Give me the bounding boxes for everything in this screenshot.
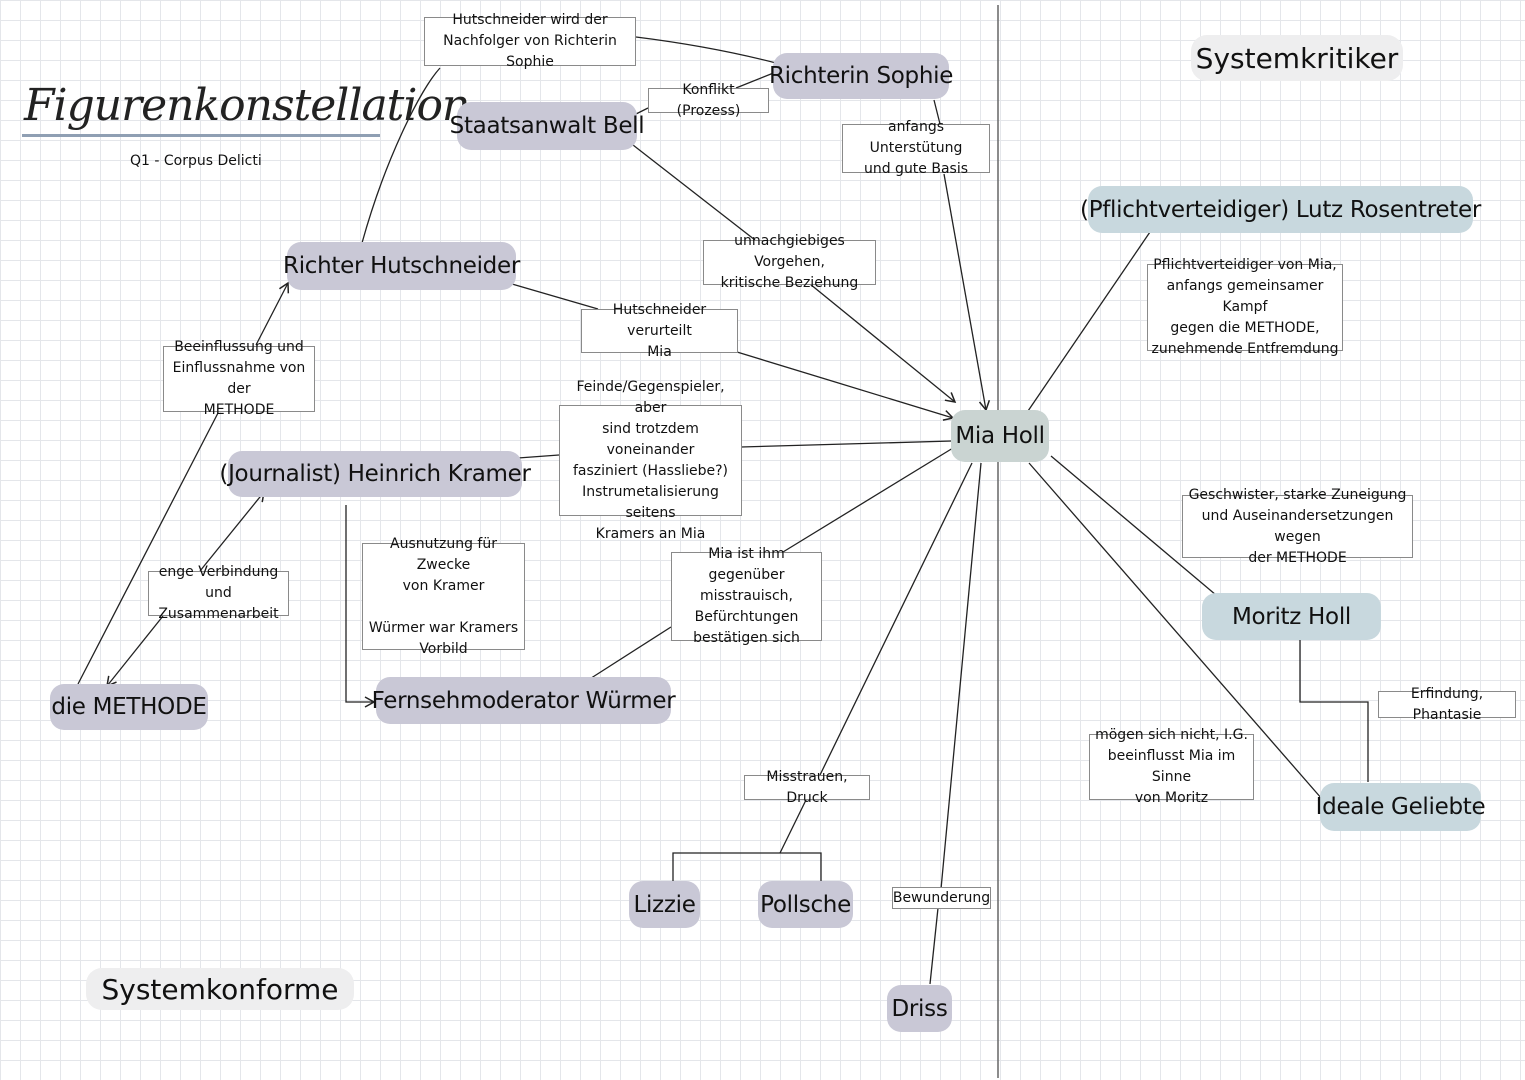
edge-unterstuetzung-mia <box>943 173 991 412</box>
node-lizzie[interactable]: Lizzie <box>629 881 700 928</box>
node-richterin-sophie[interactable]: Richterin Sophie <box>769 53 953 99</box>
edge-kramer-feinde <box>517 454 560 459</box>
edge-misstrauen-group <box>779 799 807 854</box>
node-driss[interactable]: Driss <box>887 985 952 1032</box>
edge-bewunderung-driss <box>929 907 939 985</box>
node-moritz-holl[interactable]: Moritz Holl <box>1202 593 1381 640</box>
label-unnachgiebig: unnachgiebiges Vorgehen,kritische Bezieh… <box>703 233 876 291</box>
edge-mia-bewunderung <box>940 462 982 890</box>
edge-wuermer-misstrauisch <box>584 626 672 683</box>
node-ideale-geliebte[interactable]: Ideale Geliebte <box>1316 783 1486 831</box>
edge-hutschneider-sophie <box>361 67 441 244</box>
edge-bell-konflikt <box>635 107 649 115</box>
edge-feinde-mia <box>740 440 953 448</box>
label-moegen: mögen sich nicht, I.G.beeinflusst Mia im… <box>1089 727 1254 806</box>
section-systemkritiker: Systemkritiker <box>1191 35 1403 81</box>
edge-group-bracket <box>672 852 822 882</box>
edge-hutschneider-verurteilt <box>511 283 599 310</box>
label-pflicht: Pflichtverteidiger von Mia,anfangs gemei… <box>1147 257 1343 357</box>
edge-verbindung-kramer <box>199 490 265 572</box>
page-title: Figurenkonstellation <box>24 80 470 131</box>
node-richter-hutschneider[interactable]: Richter Hutschneider <box>283 242 520 290</box>
edge-mia-geliebte <box>1028 462 1323 800</box>
edge-unnachgiebig-mia <box>809 283 957 403</box>
edge-misstrauisch-mia <box>782 447 954 553</box>
edge-nachfolger-sophie <box>635 36 777 64</box>
node-die-methode[interactable]: die METHODE <box>50 684 208 730</box>
edge-moritz-geliebte <box>1299 638 1369 782</box>
page-subtitle: Q1 - Corpus Delicti <box>130 153 262 169</box>
node-lutz-rosentreter[interactable]: (Pflichtverteidiger) Lutz Rosentreter <box>1080 186 1481 233</box>
node-heinrich-kramer[interactable]: (Journalist) Heinrich Kramer <box>219 451 531 497</box>
label-misstrauen: Misstrauen, Druck <box>744 769 870 806</box>
edge-verurteilt-mia <box>736 351 955 421</box>
edge-methode-beeinflussung <box>77 412 219 685</box>
title-underline <box>22 134 380 137</box>
node-staatsanwalt-bell[interactable]: Staatsanwalt Bell <box>450 102 645 150</box>
node-fernsehmoderator-wuermer[interactable]: Fernsehmoderator Würmer <box>372 677 676 724</box>
edge-kramer-wuermer <box>345 505 376 708</box>
label-konflikt: Konflikt (Prozess) <box>648 82 769 119</box>
edge-verbindung-methode <box>106 615 164 688</box>
edge-konflikt-sophie <box>735 71 777 89</box>
edge-mia-moritz <box>1050 455 1217 596</box>
edge-beeinflussung-hutschneider <box>255 281 290 346</box>
label-erfindung: Erfindung, Phantasie <box>1378 686 1516 723</box>
node-pollsche[interactable]: Pollsche <box>758 881 853 928</box>
edge-mia-misstrauen <box>819 462 973 776</box>
label-bewunderung: Bewunderung <box>892 887 991 909</box>
node-mia-holl[interactable]: Mia Holl <box>951 410 1049 462</box>
edge-mia-lutz <box>1027 231 1151 412</box>
section-systemkonforme: Systemkonforme <box>86 968 354 1010</box>
edge-sophie-unterstuetzung <box>933 99 941 125</box>
edge-bell-unnachgiebig <box>632 144 756 241</box>
